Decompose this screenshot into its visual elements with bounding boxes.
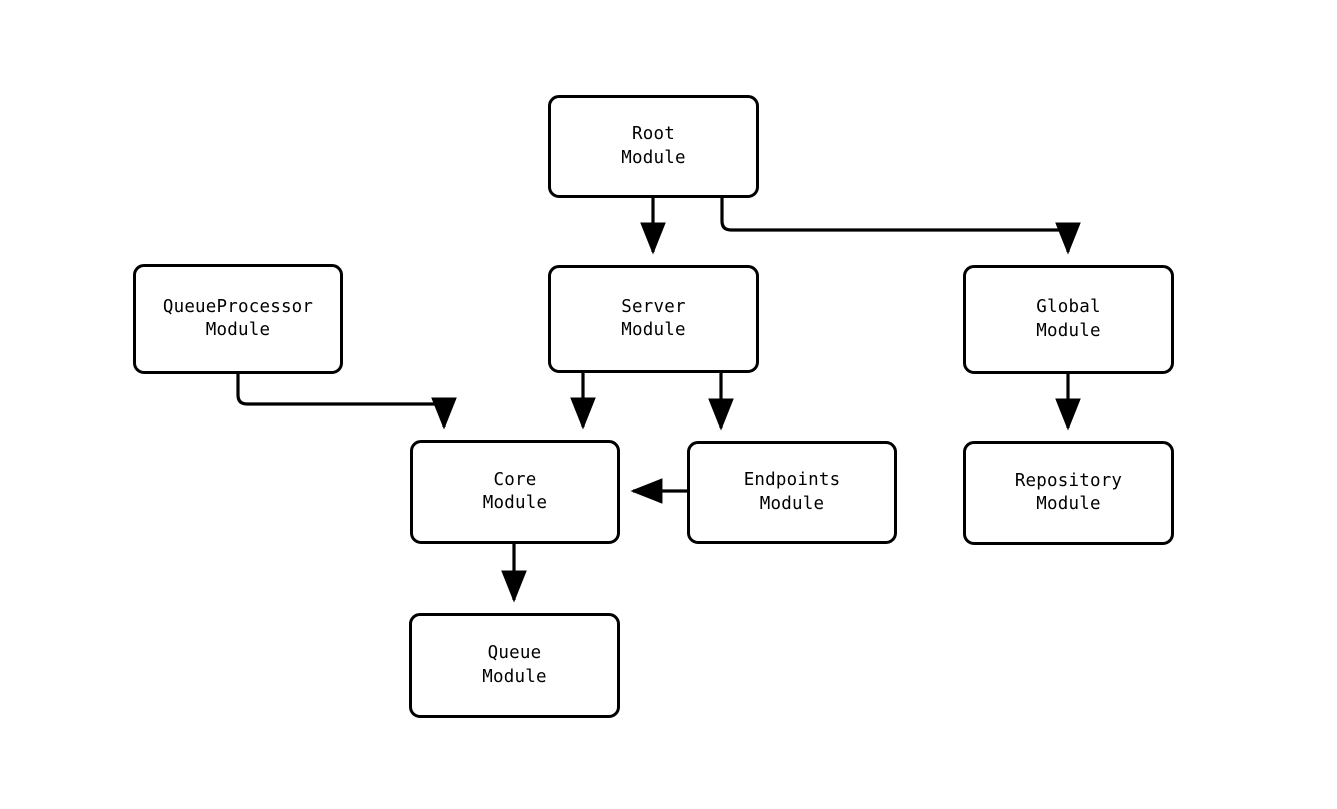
node-global-module-name: Global [1036, 297, 1101, 318]
node-queueprocessor-module-name: QueueProcessor [162, 296, 314, 317]
node-repository-module-name: Repository [1014, 470, 1123, 491]
node-core-module[interactable]: Core Module [410, 440, 620, 544]
node-repository-module-suffix: Module [1036, 494, 1101, 514]
node-endpoints-module-suffix: Module [759, 493, 825, 514]
node-endpoints-module[interactable]: Endpoints Module [687, 441, 897, 544]
node-queueprocessor-module-suffix: Module [205, 320, 271, 340]
node-server-module-suffix: Module [621, 320, 686, 340]
node-core-module-name: Core [493, 469, 537, 490]
node-root-module-suffix: Module [621, 147, 686, 168]
node-root-module[interactable]: Root Module [548, 95, 759, 198]
node-repository-module[interactable]: Repository Module [963, 441, 1174, 545]
node-global-module[interactable]: Global Module [963, 265, 1174, 374]
node-queueprocessor-module[interactable]: QueueProcessor Module [133, 264, 343, 374]
node-queue-module-suffix: Module [482, 666, 547, 687]
node-global-module-suffix: Module [1036, 320, 1101, 341]
node-endpoints-module-name: Endpoints [743, 470, 841, 491]
node-root-module-name: Root [632, 124, 675, 145]
node-core-module-suffix: Module [482, 493, 548, 513]
node-queue-module-name: Queue [487, 643, 542, 664]
node-queue-module[interactable]: Queue Module [409, 613, 620, 718]
node-server-module-name: Server [621, 296, 686, 317]
node-server-module[interactable]: Server Module [548, 265, 759, 373]
